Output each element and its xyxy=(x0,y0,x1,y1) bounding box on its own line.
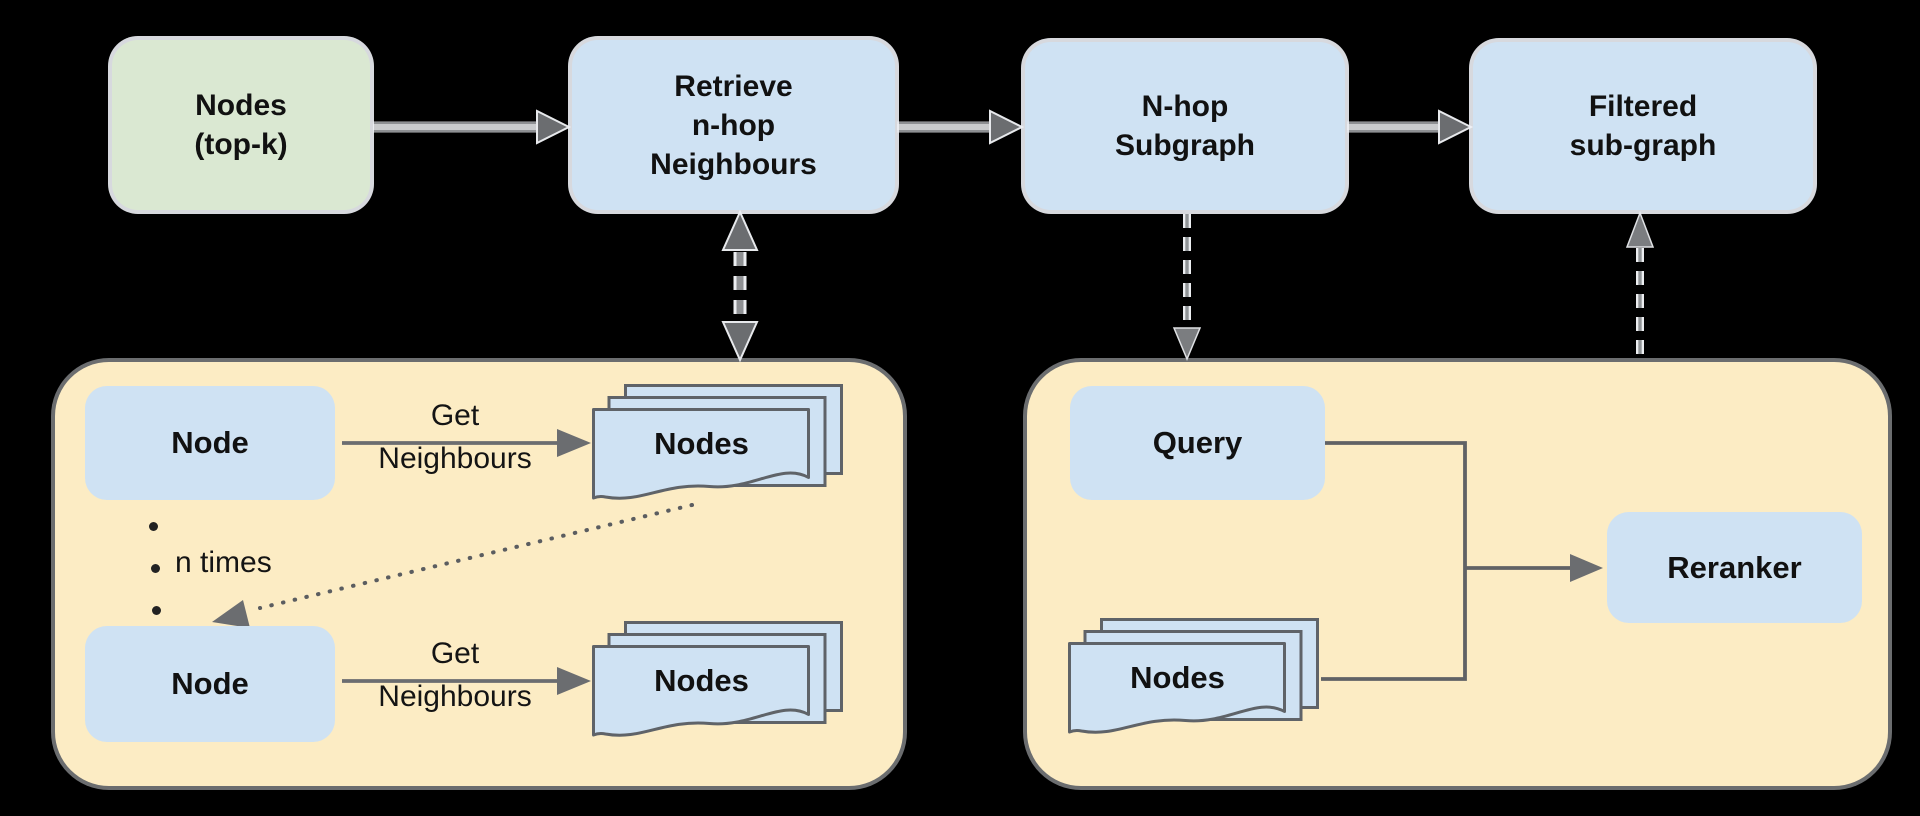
loop-count-label: n times xyxy=(175,546,272,579)
nodes-stack-rerank xyxy=(1068,618,1319,734)
arrow-topk-to-retrieve xyxy=(373,109,572,145)
nodes-stack-label-rerank: Nodes xyxy=(1130,660,1225,695)
query-box: Query xyxy=(1070,386,1325,500)
flow-box-label: Filtered sub-graph xyxy=(1569,90,1717,162)
node-box-label: Node xyxy=(171,425,249,460)
node-box-label: Node xyxy=(171,666,249,701)
get-neighbours-label-top: Get Neighbours xyxy=(378,399,532,475)
reranker-box: Reranker xyxy=(1607,512,1862,623)
ellipsis-dot xyxy=(152,606,161,615)
arrow-retrieve-to-subgraph xyxy=(897,109,1025,145)
flow-box-label: N-hop Subgraph xyxy=(1115,90,1255,162)
ellipsis-dot xyxy=(151,564,160,573)
subgraph-to-panel-dashed-arrow xyxy=(1172,214,1202,361)
get-neighbours-label-bottom: Get Neighbours xyxy=(378,637,532,713)
node-box-bottom: Node xyxy=(85,626,335,742)
flow-box-label: Retrieve n-hop Neighbours xyxy=(650,69,817,181)
flow-box-nodes-topk: Nodes (top-k) xyxy=(112,40,370,210)
query-box-label: Query xyxy=(1152,425,1243,460)
ellipsis-dot xyxy=(149,522,158,531)
flow-box-label: Nodes (top-k) xyxy=(194,89,288,161)
flow-box-nhop-subgraph: N-hop Subgraph xyxy=(1025,42,1345,210)
reranker-box-label: Reranker xyxy=(1667,549,1802,585)
nodes-stack-bottom xyxy=(592,621,843,737)
arrow-subgraph-to-filtered xyxy=(1347,109,1474,145)
node-box-top: Node xyxy=(85,386,335,500)
flow-box-retrieve-nhop-neighbours: Retrieve n-hop Neighbours xyxy=(572,40,895,210)
nodes-stack-label-bottom: Nodes xyxy=(654,663,749,698)
retrieve-expand-double-arrow xyxy=(721,209,759,363)
flow-box-filtered-subgraph: Filtered sub-graph xyxy=(1473,42,1813,210)
nodes-stack-top xyxy=(592,384,843,500)
nodes-stack-label-top: Nodes xyxy=(654,426,749,461)
panel-to-filtered-dashed-arrow xyxy=(1625,210,1655,360)
